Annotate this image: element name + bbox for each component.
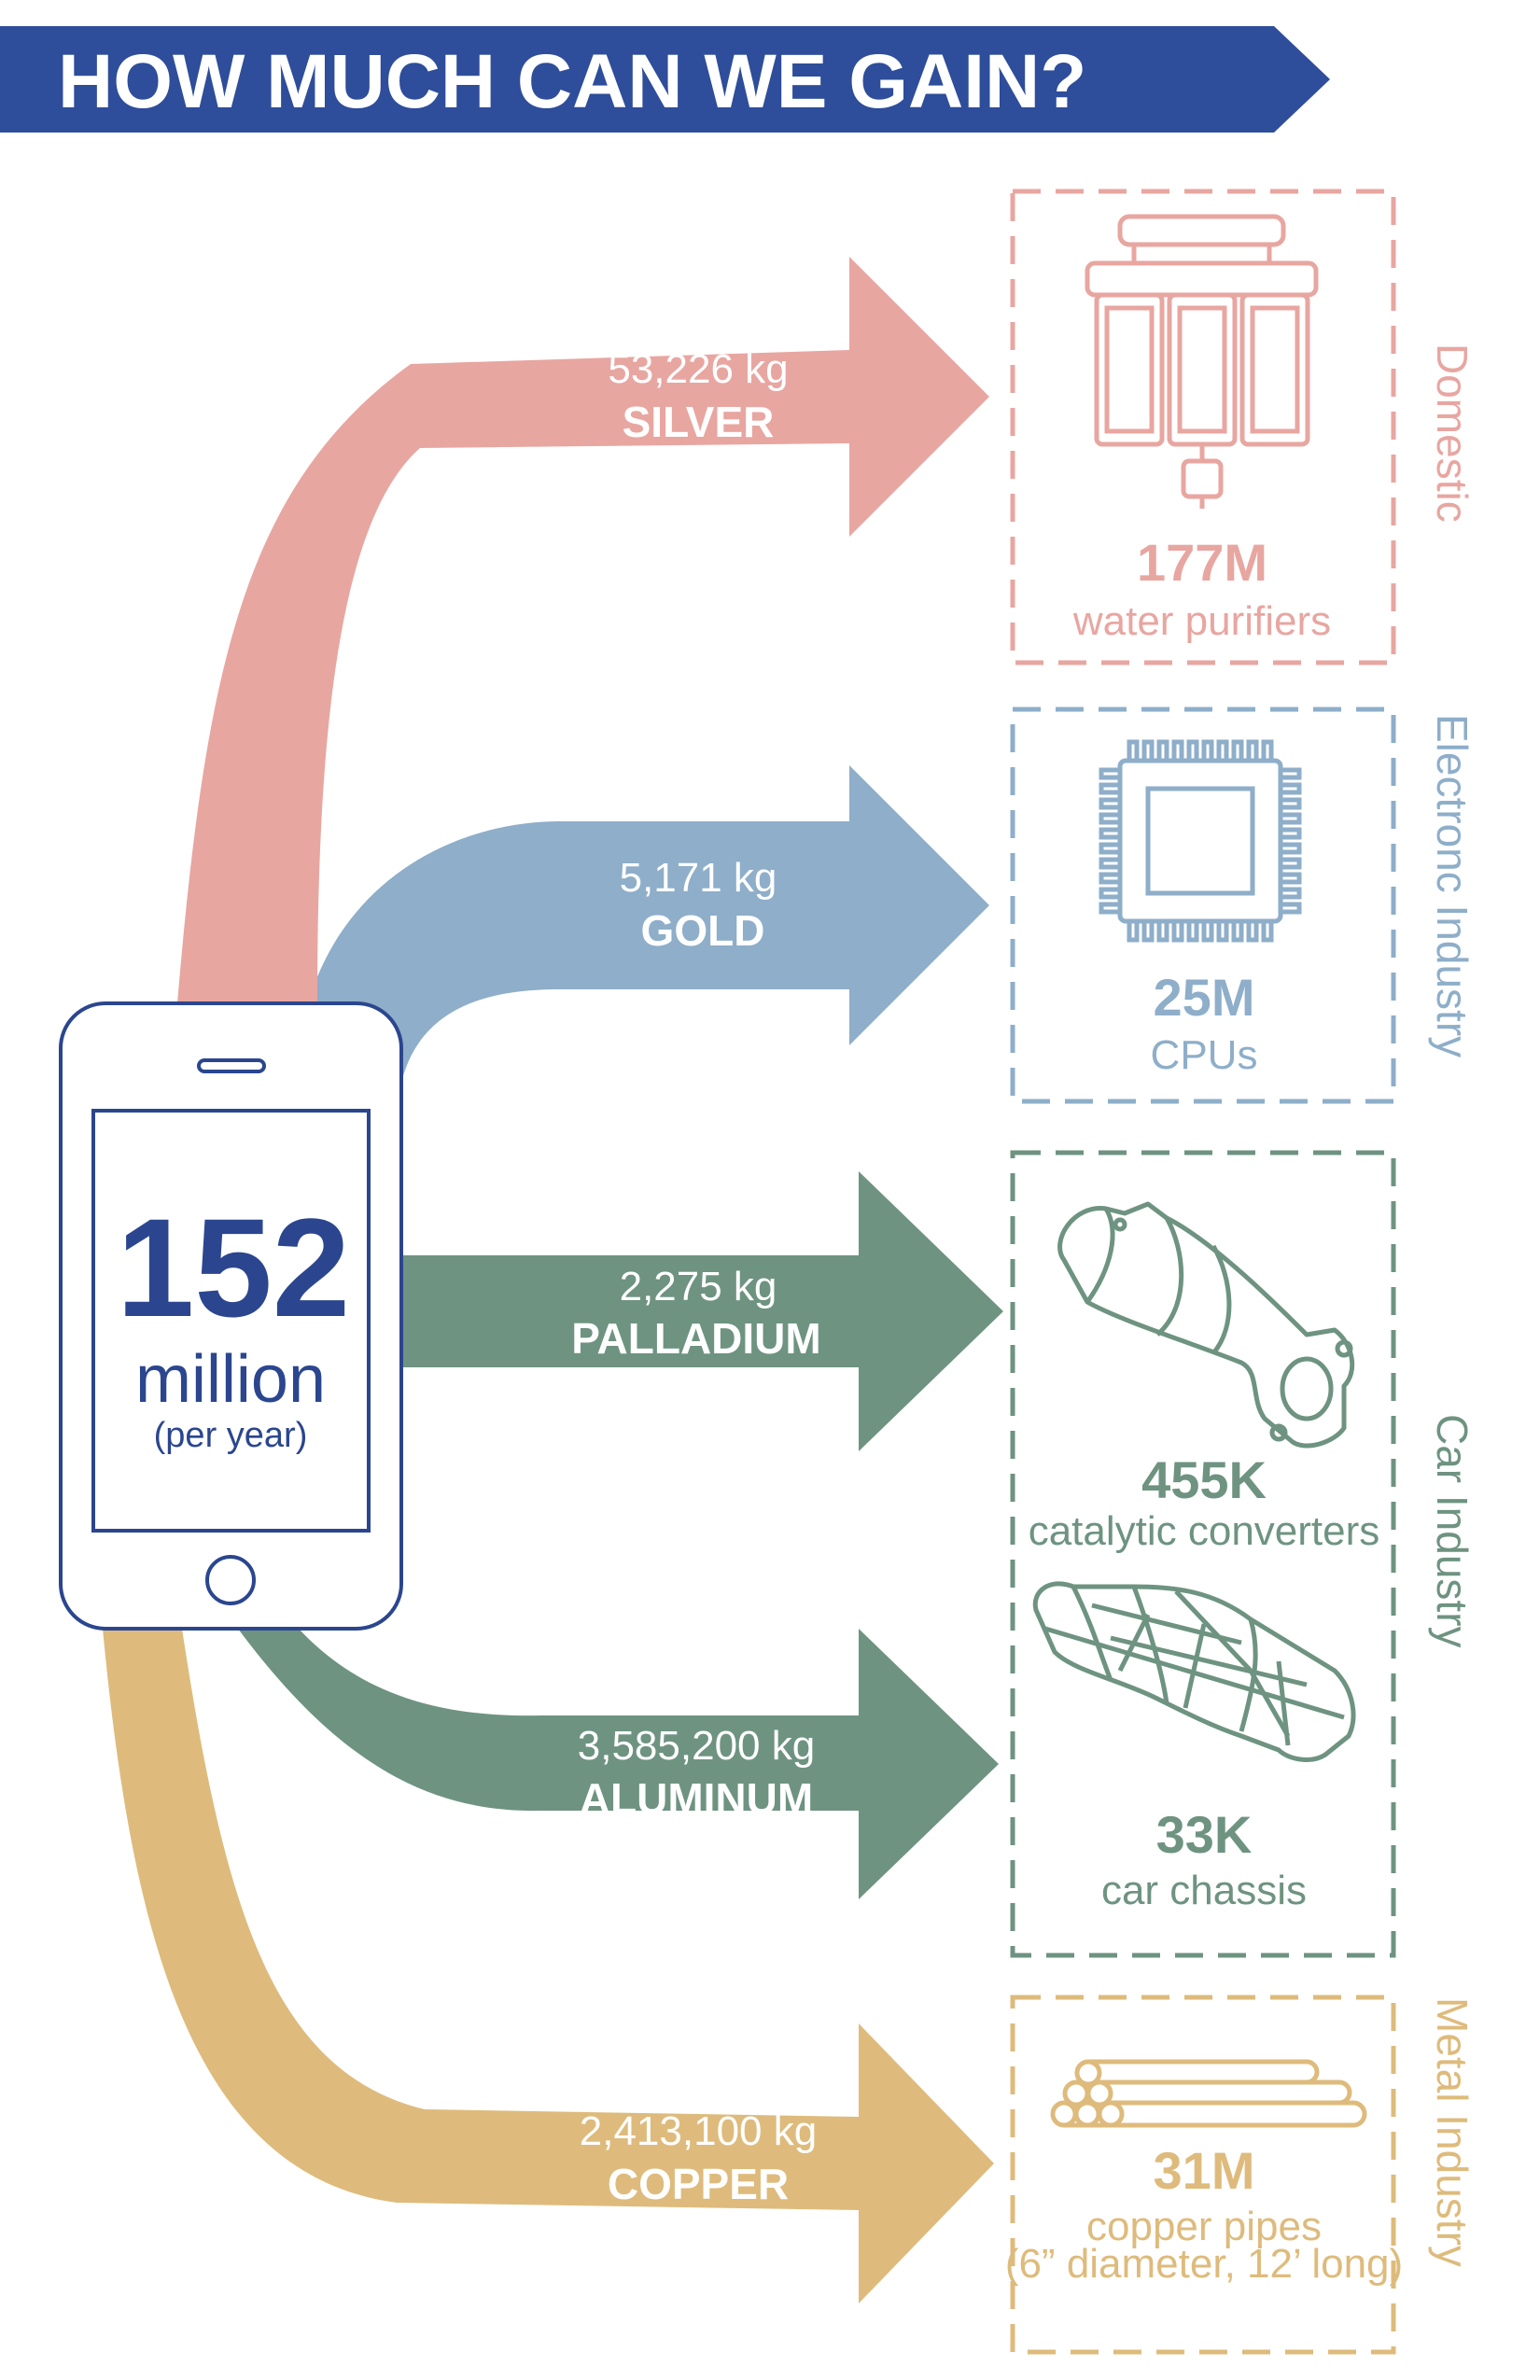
sector-labels: Domestic Electronc Industry Car Industry… xyxy=(1428,343,1477,2267)
copper-label: COPPER xyxy=(608,2160,789,2208)
title-banner-arrow xyxy=(0,26,1330,133)
water-purifier-icon xyxy=(1085,214,1319,509)
copper-flow-arrow xyxy=(103,1629,994,2303)
copper-pipes-count: 31M xyxy=(1154,2141,1255,2200)
cpus-count: 25M xyxy=(1154,968,1255,1027)
product-texts: 177M water purifiers 25M CPUs 455K catal… xyxy=(1005,533,1403,2287)
electronics-box xyxy=(1010,707,1396,1104)
copper-pipes-icon xyxy=(1050,2059,1367,2128)
car-chassis-icon xyxy=(1032,1581,1356,1762)
sector-domestic: Domestic xyxy=(1428,343,1477,523)
gold-flow-arrow xyxy=(308,765,989,1083)
domestic-box xyxy=(1010,189,1396,665)
copper-pipes-label: copper pipes xyxy=(1086,2204,1322,2249)
phone-body xyxy=(59,1001,403,1631)
car-chassis-count: 33K xyxy=(1156,1805,1253,1864)
water-purifiers-count: 177M xyxy=(1137,533,1267,592)
palladium-label: PALLADIUM xyxy=(571,1314,820,1363)
phone-screen xyxy=(91,1109,371,1533)
flow-labels: 53,226 kg SILVER 5,171 kg GOLD 2,275 kg … xyxy=(571,346,820,2208)
copper-amount: 2,413,100 kg xyxy=(580,2108,817,2154)
water-purifiers-label: water purifiers xyxy=(1072,598,1331,644)
phone-home-button xyxy=(205,1555,256,1605)
palladium-flow-arrow xyxy=(392,1171,1003,1451)
sector-car-industry: Car Industry xyxy=(1428,1414,1477,1648)
title-banner: HOW MUCH CAN WE GAIN? xyxy=(0,26,1330,133)
sector-electronics: Electronc Industry xyxy=(1428,714,1477,1057)
aluminum-amount: 3,585,200 kg xyxy=(578,1723,815,1769)
page-title: HOW MUCH CAN WE GAIN? xyxy=(58,39,1086,124)
copper-pipes-note: (6” diameter, 12’ long) xyxy=(1005,2241,1403,2287)
gold-label: GOLD xyxy=(641,906,765,955)
phone-count-period: (per year) xyxy=(154,1416,308,1455)
aluminum-flow-arrow xyxy=(238,1629,999,1899)
phone-speaker xyxy=(197,1058,266,1073)
cpus-label: CPUs xyxy=(1151,1032,1258,1078)
car-industry-box xyxy=(1010,1150,1396,1958)
flow-arrows xyxy=(103,257,1003,2303)
silver-label: SILVER xyxy=(623,398,775,446)
palladium-amount: 2,275 kg xyxy=(620,1264,777,1309)
phone-count-unit: million xyxy=(135,1342,326,1417)
sector-metal-industry: Metal Industry xyxy=(1428,1997,1477,2267)
silver-amount: 53,226 kg xyxy=(608,346,788,392)
gold-amount: 5,171 kg xyxy=(620,855,777,901)
catalytic-converter-icon xyxy=(1057,1201,1355,1449)
smartphone: 152 million (per year) xyxy=(59,1001,403,1631)
aluminum-label: ALUMINUM xyxy=(580,1774,813,1823)
car-chassis-label: car chassis xyxy=(1101,1868,1307,1913)
catalytic-converters-count: 455K xyxy=(1141,1450,1267,1509)
silver-flow-arrow xyxy=(177,257,989,1003)
catalytic-converters-label: catalytic converters xyxy=(1029,1508,1380,1554)
phone-count-number: 152 xyxy=(117,1189,350,1346)
destination-boxes xyxy=(1010,189,1396,2355)
metal-industry-box xyxy=(1010,1995,1396,2355)
cpu-chip-icon xyxy=(1099,739,1302,943)
